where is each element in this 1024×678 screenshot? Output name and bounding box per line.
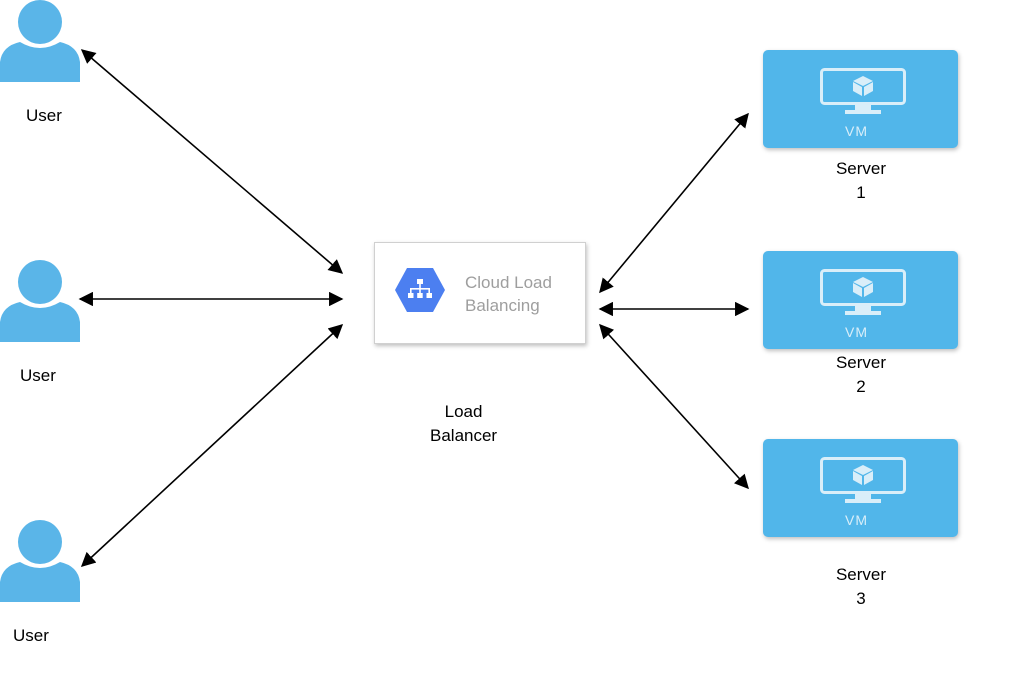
vm-badge: VM bbox=[845, 512, 868, 528]
server-vm-node[interactable]: VM bbox=[763, 251, 958, 349]
load-balancer-caption: Load Balancer bbox=[430, 400, 497, 448]
user-icon bbox=[0, 260, 80, 342]
user-icon bbox=[0, 0, 80, 82]
lb-box-line1: Cloud Load bbox=[465, 273, 552, 292]
lb-box-line2: Balancing bbox=[465, 296, 540, 315]
server-vm-node[interactable]: VM bbox=[763, 439, 958, 537]
vm-monitor-icon bbox=[820, 269, 906, 315]
lb-caption-line2: Balancer bbox=[430, 426, 498, 445]
connector-lb-server3 bbox=[599, 323, 749, 490]
server-name: Server bbox=[835, 159, 887, 178]
user-icon bbox=[0, 520, 80, 602]
server-number: 3 bbox=[856, 589, 866, 608]
user-label: User bbox=[20, 366, 56, 385]
cloud-load-balancing-icon bbox=[395, 268, 445, 312]
server-name: Server bbox=[835, 565, 887, 584]
server-vm-node[interactable]: VM bbox=[763, 50, 958, 148]
connector-user1-lb bbox=[80, 49, 344, 274]
vm-badge: VM bbox=[845, 324, 868, 340]
vm-monitor-icon bbox=[820, 68, 906, 114]
user-label: User bbox=[26, 106, 62, 125]
load-balancer-box-text: Cloud Load Balancing bbox=[465, 271, 552, 317]
load-balancer-node[interactable]: Cloud Load Balancing bbox=[374, 242, 586, 344]
user-label: User bbox=[13, 626, 49, 645]
vm-badge: VM bbox=[845, 123, 868, 139]
server-label: Server 2 bbox=[829, 351, 893, 399]
connector-lb-server1 bbox=[599, 112, 749, 294]
server-number: 2 bbox=[856, 377, 866, 396]
server-label: Server 1 bbox=[829, 157, 893, 205]
lb-caption-line1: Load bbox=[444, 402, 483, 421]
vm-monitor-icon bbox=[820, 457, 906, 503]
server-label: Server 3 bbox=[829, 563, 893, 611]
server-name: Server bbox=[835, 353, 887, 372]
connector-user3-lb bbox=[80, 324, 344, 567]
server-number: 1 bbox=[856, 183, 866, 202]
